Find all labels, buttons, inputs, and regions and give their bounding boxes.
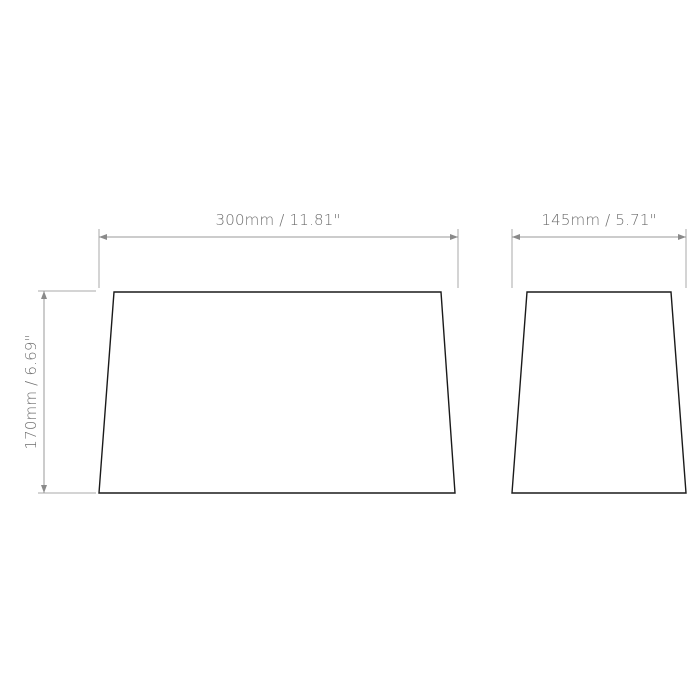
- front-height-dimension: 170mm / 6.69": [22, 290, 96, 494]
- side-width-arrow-left: [512, 234, 520, 240]
- front-height-arrow-bottom: [41, 485, 47, 493]
- side-view-shade-outline: [511, 291, 687, 494]
- side-width-arrow-right: [678, 234, 686, 240]
- front-view-shade-outline: [98, 291, 456, 494]
- side-width-label: 145mm / 5.71": [541, 211, 656, 229]
- front-width-arrow-left: [99, 234, 107, 240]
- front-width-dimension: 300mm / 11.81": [98, 211, 459, 288]
- front-height-arrow-top: [41, 291, 47, 299]
- front-height-label: 170mm / 6.69": [22, 334, 40, 449]
- front-width-label: 300mm / 11.81": [215, 211, 340, 229]
- front-width-arrow-right: [450, 234, 458, 240]
- side-width-dimension: 145mm / 5.71": [511, 211, 687, 288]
